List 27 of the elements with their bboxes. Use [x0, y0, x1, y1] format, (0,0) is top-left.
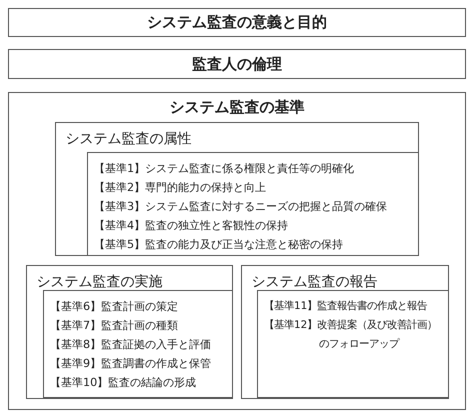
standard-item: 【基準1】システム監査に係る権限と責任等の明確化: [94, 161, 356, 177]
group-box: [240, 264, 448, 398]
standards-list-box: [43, 290, 233, 398]
box-title: 監査人の倫理: [192, 54, 282, 74]
group-heading: システム監査の基準: [170, 98, 304, 117]
standard-item: 【基準12】改善提案（及び改善計画）のフォローアップ: [264, 318, 438, 352]
topic-box: [8, 49, 466, 79]
standard-item: 【基準9】監査調書の作成と保管: [50, 356, 212, 372]
group-box: [8, 92, 466, 410]
group-box: [54, 122, 419, 256]
group-box: [26, 264, 232, 398]
standard-item: 【基準4】監査の独立性と客観性の保持: [94, 218, 290, 234]
box-title: システム監査の意義と目的: [147, 13, 327, 32]
group-heading: システム監査の属性: [66, 130, 192, 148]
group-heading: システム監査の報告: [252, 272, 378, 290]
standard-item: 【基準8】監査証拠の入手と評価: [50, 337, 212, 353]
standard-item: 【基準3】システム監査に対するニーズの把握と品質の確保: [94, 199, 388, 215]
standards-list-box: [257, 290, 448, 398]
standard-item: 【基準6】監査計画の策定: [50, 299, 180, 315]
standard-item: 【基準10】監査の結論の形成: [50, 375, 198, 391]
standard-item: 【基準7】監査計画の種類: [50, 318, 180, 334]
group-heading: システム監査の実施: [36, 272, 162, 290]
standards-list-box: [87, 152, 418, 256]
standard-item: 【基準2】専門的能力の保持と向上: [94, 180, 268, 196]
standard-item: 【基準11】監査報告書の作成と報告: [264, 299, 428, 314]
topic-box: [8, 8, 466, 37]
standard-item: 【基準5】監査の能力及び正当な注意と秘密の保持: [94, 237, 344, 253]
